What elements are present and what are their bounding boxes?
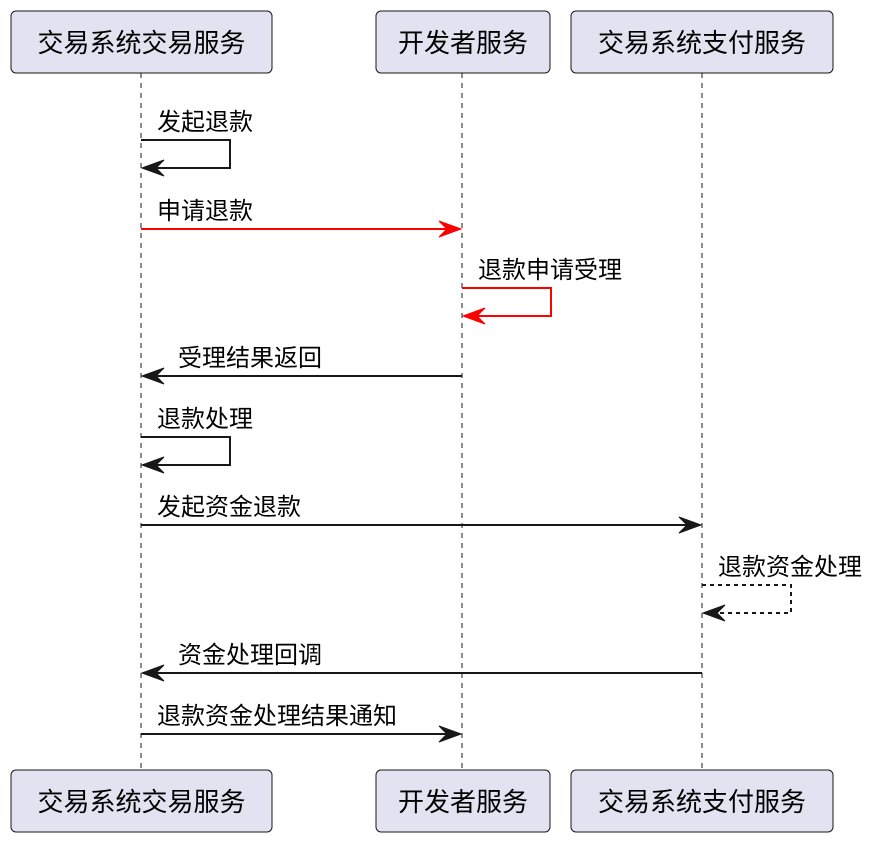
message-6[interactable]: 发起资金退款	[141, 493, 703, 534]
participant-label: 开发者服务	[398, 788, 528, 818]
message-label: 发起退款	[157, 108, 253, 136]
message-label: 受理结果返回	[178, 344, 322, 372]
participant-box	[375, 769, 551, 833]
participant-box	[570, 10, 834, 74]
participant-label: 交易系统支付服务	[598, 788, 806, 818]
participant-box	[570, 769, 834, 833]
message-7[interactable]: 退款资金处理	[701, 553, 862, 622]
participant-label: 交易系统交易服务	[37, 788, 245, 818]
participant-dev-bottom[interactable]: 开发者服务	[375, 769, 551, 833]
message-3[interactable]: 退款申请受理	[461, 256, 622, 325]
arrow-head-icon	[140, 664, 165, 682]
participant-box	[375, 10, 551, 74]
message-9[interactable]: 退款资金处理结果通知	[141, 702, 463, 743]
arrow-head-icon	[701, 604, 726, 622]
self-message-line	[141, 139, 231, 169]
participant-trade-top[interactable]: 交易系统交易服务	[10, 10, 273, 74]
message-label: 退款资金处理结果通知	[157, 702, 397, 730]
participant-label: 开发者服务	[398, 29, 528, 59]
participant-box	[10, 769, 273, 833]
self-message-line	[462, 287, 552, 317]
participant-pay-bottom[interactable]: 交易系统支付服务	[570, 769, 834, 833]
arrow-head-icon	[438, 220, 463, 238]
message-label: 退款申请受理	[478, 256, 622, 284]
participant-dev-top[interactable]: 开发者服务	[375, 10, 551, 74]
message-4[interactable]: 受理结果返回	[140, 344, 462, 385]
participant-pay-top[interactable]: 交易系统支付服务	[570, 10, 834, 74]
arrow-head-icon	[140, 456, 165, 474]
message-5[interactable]: 退款处理	[140, 405, 253, 474]
arrow-head-icon	[461, 307, 486, 325]
participant-trade-bottom[interactable]: 交易系统交易服务	[10, 769, 273, 833]
message-label: 发起资金退款	[157, 493, 301, 521]
self-message-line	[141, 436, 231, 466]
arrow-head-icon	[678, 516, 703, 534]
participant-box	[10, 10, 273, 74]
message-2[interactable]: 申请退款	[141, 197, 463, 238]
message-label: 申请退款	[157, 197, 253, 225]
arrow-head-icon	[438, 725, 463, 743]
arrow-head-icon	[140, 159, 165, 177]
message-label: 资金处理回调	[178, 641, 322, 669]
message-label: 退款资金处理	[718, 553, 862, 581]
participant-label: 交易系统交易服务	[37, 29, 245, 59]
participant-label: 交易系统支付服务	[598, 29, 806, 59]
message-8[interactable]: 资金处理回调	[140, 641, 702, 682]
message-1[interactable]: 发起退款	[140, 108, 253, 177]
message-label: 退款处理	[157, 405, 253, 433]
arrow-head-icon	[140, 367, 165, 385]
self-message-line	[702, 584, 792, 614]
